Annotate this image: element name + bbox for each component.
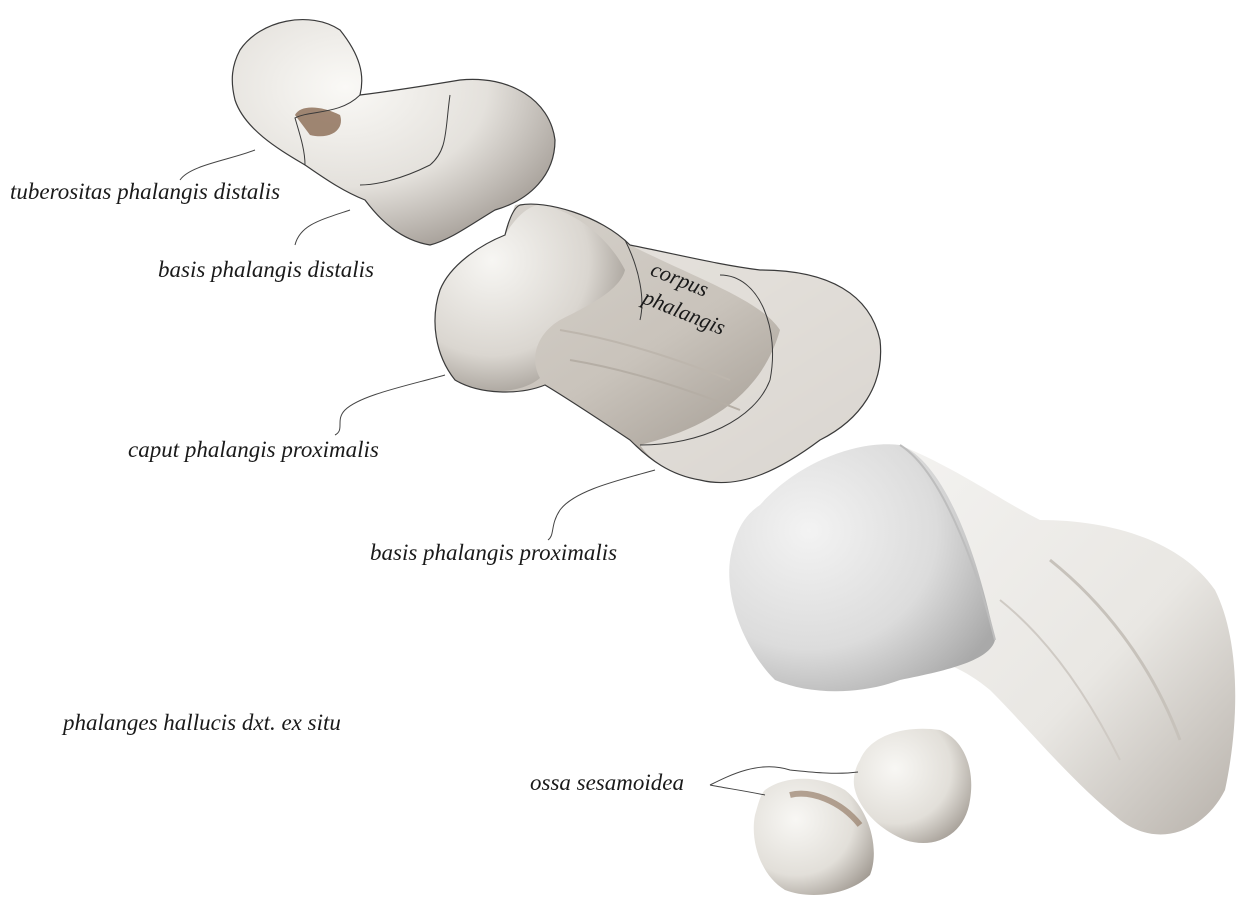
metatarsal-bone — [729, 444, 1235, 834]
leader-line-tuberositas — [180, 150, 255, 180]
leader-line-sesamoid-2 — [710, 785, 765, 795]
leader-line-basis-proximalis — [548, 470, 655, 540]
sesamoid-bones — [754, 729, 972, 895]
leader-line-caput-proximalis — [335, 375, 445, 435]
label-tuberositas-phalangis-distalis: tuberositas phalangis distalis — [10, 180, 280, 203]
leader-line-basis-distalis — [295, 210, 350, 245]
figure-caption: phalanges hallucis dxt. ex situ — [63, 711, 341, 734]
label-ossa-sesamoidea: ossa sesamoidea — [530, 771, 684, 794]
proximal-phalanx-bone — [435, 204, 881, 483]
distal-phalanx-bone — [232, 20, 555, 245]
label-basis-phalangis-proximalis: basis phalangis proximalis — [370, 541, 617, 564]
label-basis-phalangis-distalis: basis phalangis distalis — [158, 258, 374, 281]
label-caput-phalangis-proximalis: caput phalangis proximalis — [128, 438, 379, 461]
